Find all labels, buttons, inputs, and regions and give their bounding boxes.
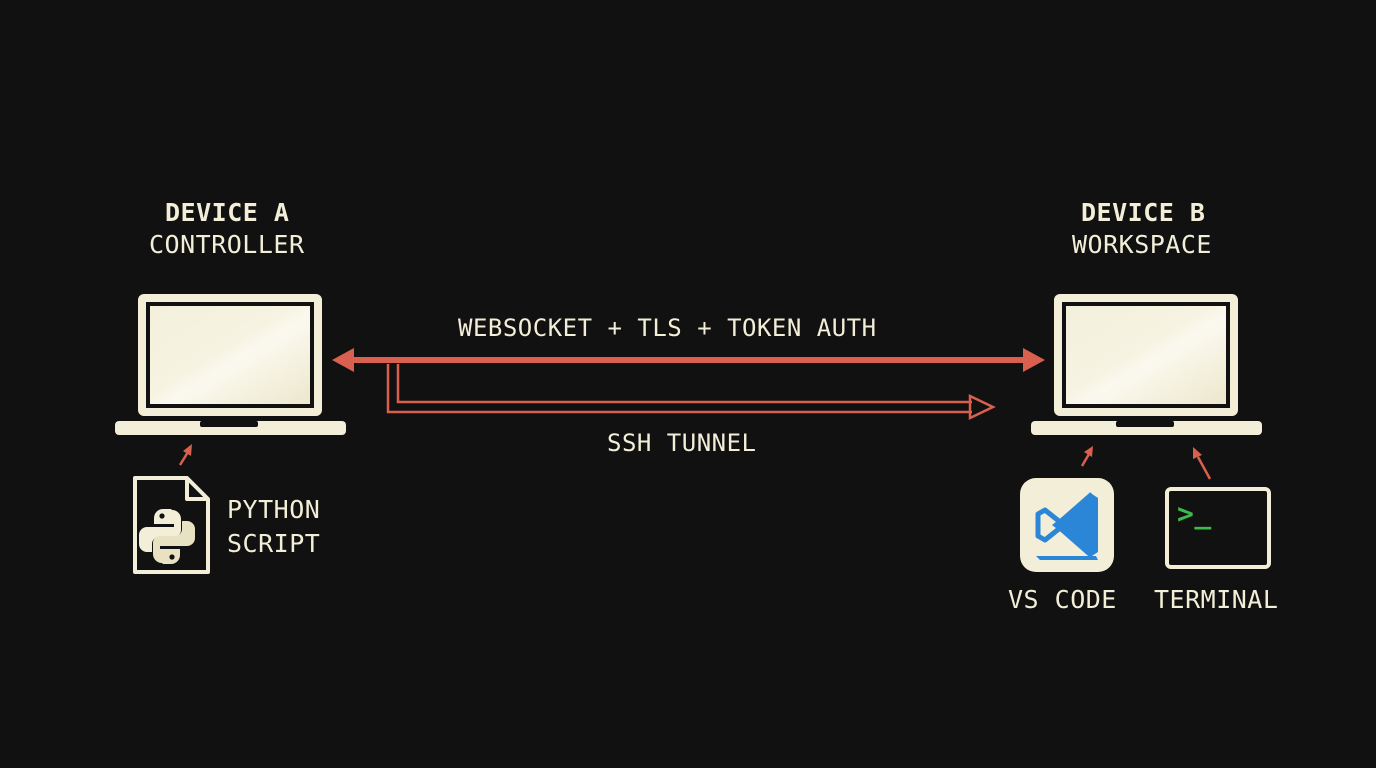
device-a-title: DEVICE A — [165, 198, 290, 227]
terminal-icon — [1165, 487, 1271, 569]
vscode-to-device-b-arrow — [1080, 446, 1093, 467]
websocket-connection-arrow — [332, 348, 1045, 372]
python-to-device-a-arrow — [178, 444, 192, 466]
terminal-to-device-b-arrow — [1193, 447, 1212, 480]
vscode-icon — [1020, 478, 1114, 572]
device-a-laptop-icon — [115, 294, 346, 435]
ssh-tunnel-arrow — [386, 364, 996, 420]
device-b-laptop-icon — [1031, 294, 1262, 435]
device-b-title: DEVICE B — [1081, 198, 1206, 227]
vscode-label: VS CODE — [1008, 585, 1117, 614]
device-a-subtitle: CONTROLLER — [149, 230, 305, 259]
device-b-subtitle: WORKSPACE — [1072, 230, 1212, 259]
ssh-tunnel-label: SSH TUNNEL — [607, 429, 757, 457]
python-file-icon — [133, 476, 210, 574]
terminal-prompt-glyph: >_ — [1177, 497, 1212, 530]
python-script-label-line1: PYTHON — [227, 495, 321, 524]
python-script-label-line2: SCRIPT — [227, 529, 321, 558]
terminal-label: TERMINAL — [1154, 585, 1279, 614]
python-script-label: PYTHON SCRIPT — [227, 493, 320, 561]
websocket-connection-label: WEBSOCKET + TLS + TOKEN AUTH — [458, 314, 877, 342]
